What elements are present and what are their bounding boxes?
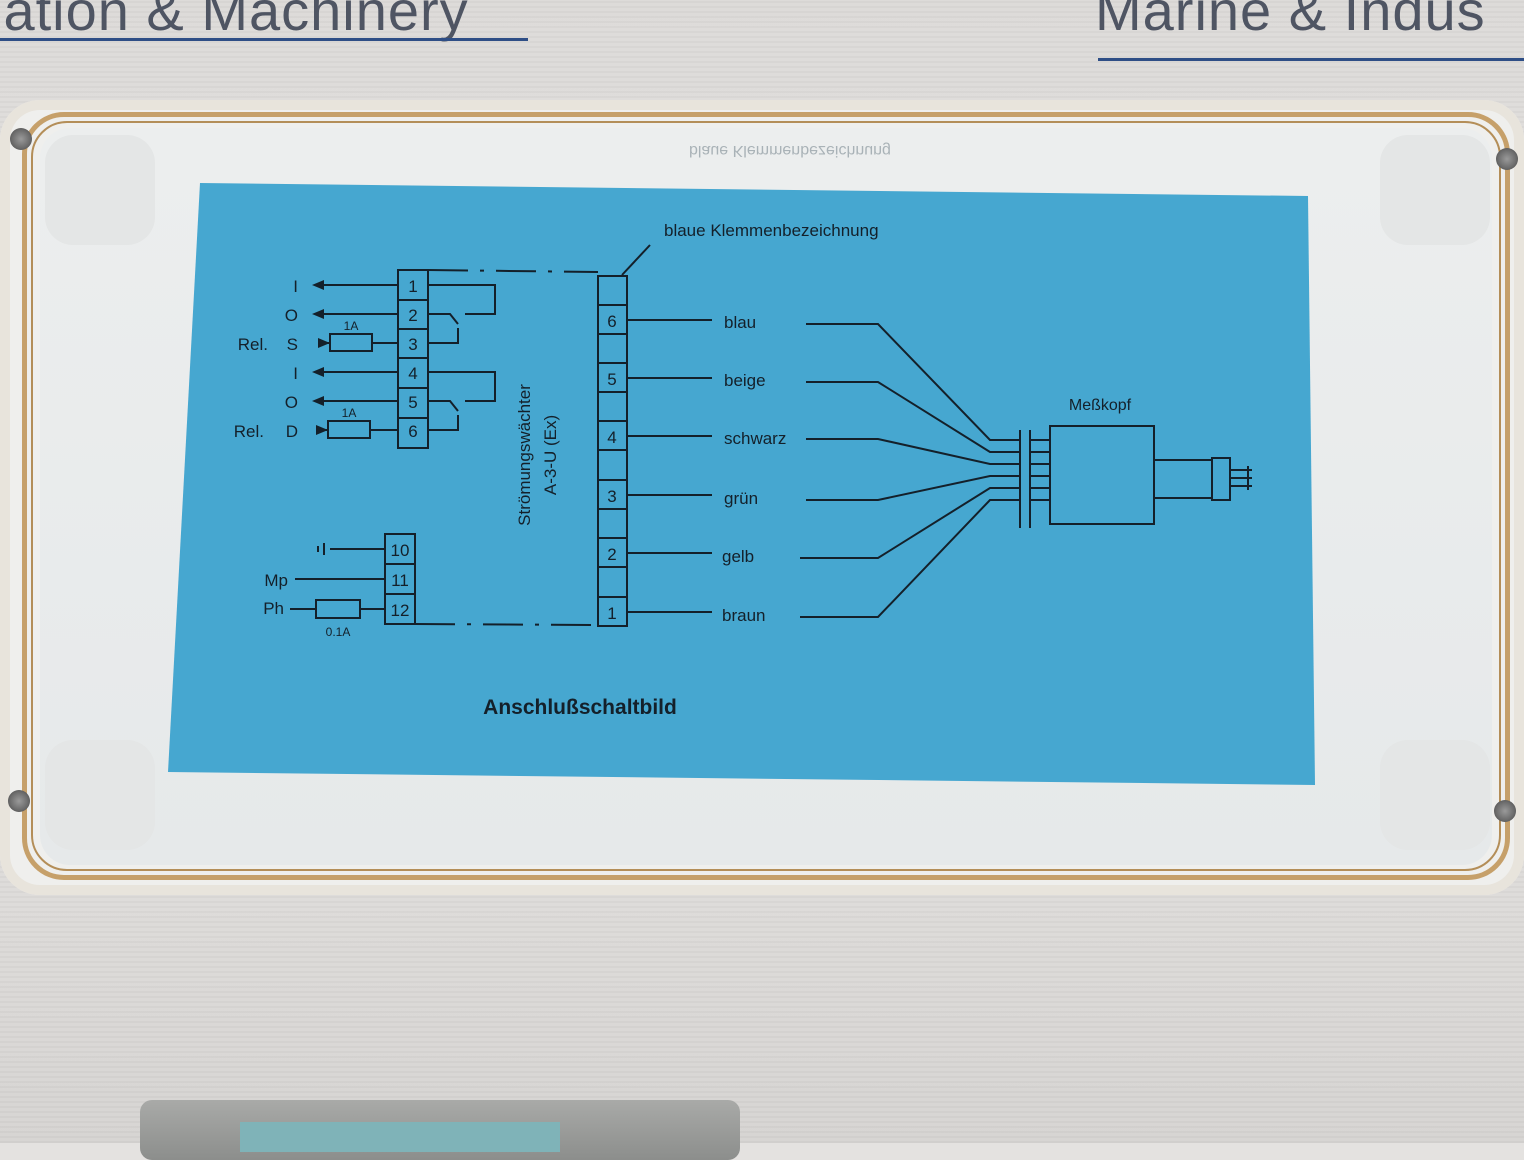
- enclosure-gasket-inner: [31, 121, 1501, 871]
- corner-post-top-left: [45, 135, 155, 245]
- banner-underline-right: [1098, 58, 1524, 61]
- screw-icon: [1496, 148, 1518, 170]
- corner-post-bottom-left: [45, 740, 155, 850]
- adjacent-device-label-strip: [240, 1122, 560, 1152]
- enclosure-inner-cavity: [40, 128, 1492, 865]
- screw-icon: [1494, 800, 1516, 822]
- background-banner-left: lation & Machinery: [0, 0, 469, 42]
- enclosure-gasket: [22, 112, 1510, 880]
- corner-post-bottom-right: [1380, 740, 1490, 850]
- banner-underline-left: [0, 38, 528, 41]
- screw-icon: [10, 128, 32, 150]
- background-banner-right: Marine & Indus: [1095, 0, 1486, 42]
- screw-icon: [8, 790, 30, 812]
- corner-post-top-right: [1380, 135, 1490, 245]
